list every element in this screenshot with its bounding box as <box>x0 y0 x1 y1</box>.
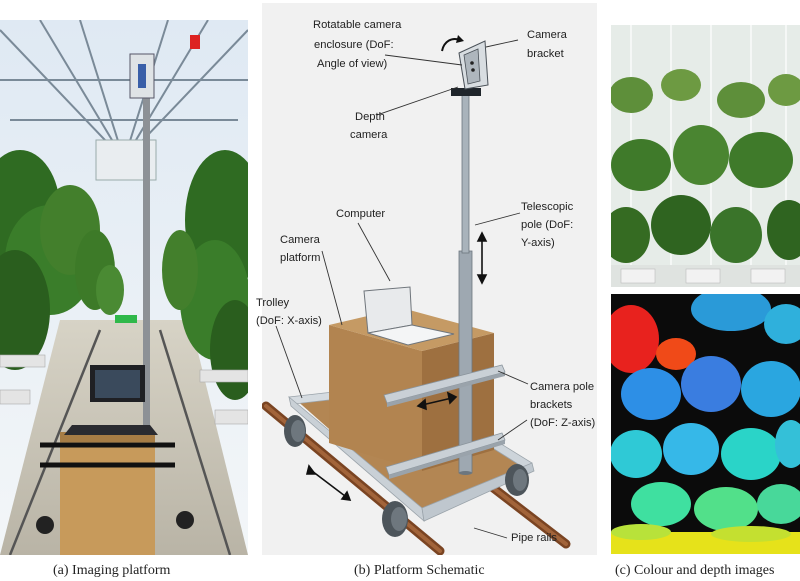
camera-pole-brackets-graphic <box>383 364 506 479</box>
label-platform-line1: Camera <box>280 234 320 246</box>
label-trolley-line1: Trolley <box>256 297 290 309</box>
label-pipe-rails: Pipe rails <box>511 532 558 544</box>
label-bracket-line1: Camera <box>527 29 567 41</box>
label-rotatable-line2: enclosure (DoF: <box>314 39 394 51</box>
label-telescopic-line1: Telescopic <box>521 201 574 213</box>
caption-colour-depth-images: (c) Colour and depth images <box>615 563 775 578</box>
label-telescopic-line2: pole (DoF: <box>521 219 574 231</box>
label-pole-brackets-line3: (DoF: Z-axis) <box>530 417 596 429</box>
label-trolley-line2: (DoF: X-axis) <box>256 315 322 327</box>
label-platform-line2: platform <box>280 252 321 264</box>
label-rotatable-line1: Rotatable camera <box>313 19 402 31</box>
platform-schematic <box>262 3 597 555</box>
camera-enclosure-graphic <box>441 35 489 96</box>
label-pole-brackets-line2: brackets <box>530 399 573 411</box>
label-rotatable-line3: Angle of view) <box>317 58 388 70</box>
depth-image <box>611 294 800 554</box>
caption-imaging-platform: (a) Imaging platform <box>53 563 171 578</box>
label-telescopic-line3: Y-axis) <box>521 237 555 249</box>
imaging-platform-photo <box>0 20 248 555</box>
telescopic-pole-graphic <box>458 94 473 475</box>
label-bracket-line2: bracket <box>527 48 564 60</box>
label-depth-line2: camera <box>350 129 388 141</box>
computer-graphic <box>363 286 455 346</box>
label-pole-brackets-line1: Camera pole <box>530 381 595 393</box>
camera-platform-graphic <box>329 308 494 471</box>
colour-image <box>611 25 800 287</box>
label-depth-line1: Depth <box>355 111 385 123</box>
caption-platform-schematic: (b) Platform Schematic <box>354 563 485 578</box>
label-computer: Computer <box>336 208 386 220</box>
